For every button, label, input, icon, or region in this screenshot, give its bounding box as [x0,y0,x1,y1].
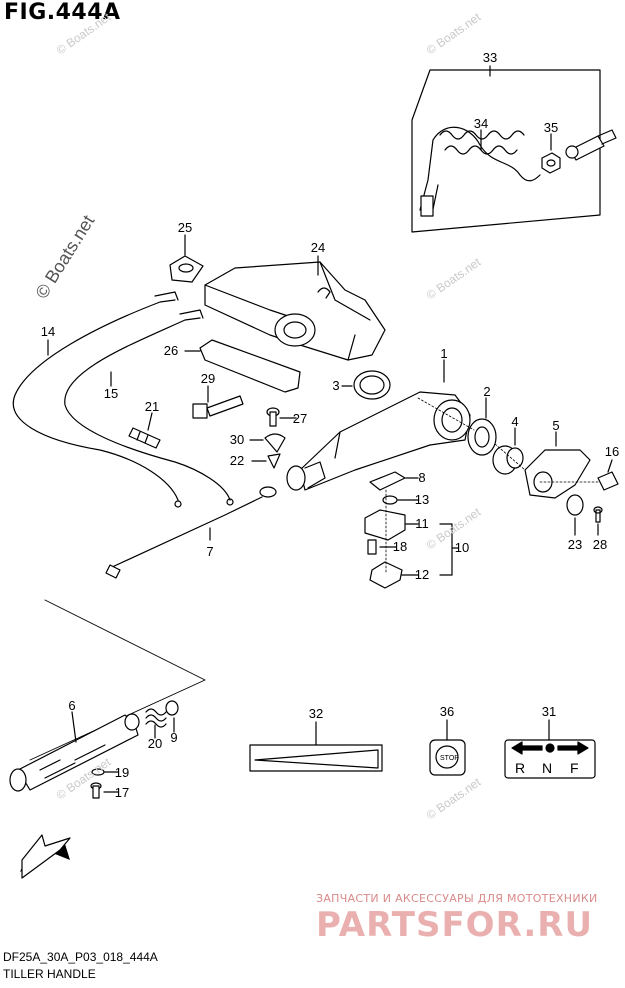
cable-7 [109,496,263,569]
ring-3 [353,370,391,400]
callout-33: 33 [483,50,497,65]
fwd-arrow [20,834,71,879]
shift-label-r: R [515,760,525,776]
spring-20 [145,708,167,728]
callout-7: 7 [206,544,213,559]
screw-28 [593,506,603,523]
screw-18 [367,539,377,555]
screw-17 [90,782,102,799]
callout-1: 1 [440,346,447,361]
callout-29: 29 [201,371,215,386]
stop-label: STOP [440,755,459,762]
washer-19 [91,768,105,776]
callout-30: 30 [230,432,244,447]
callout-13: 13 [415,492,429,507]
callout-9: 9 [170,730,177,745]
callout-27: 27 [293,411,307,426]
brand-tagline: ЗАПЧАСТИ И АКСЕССУАРЫ ДЛЯ МОТОТЕХНИКИ [316,892,598,905]
callout-17: 17 [115,785,129,800]
watermark-text: © Boats.net [424,255,484,303]
cable-15 [64,317,231,501]
callout-34: 34 [474,116,488,131]
knob-12 [369,561,403,589]
callout-36: 36 [440,704,454,719]
callout-26: 26 [164,343,178,358]
watermark-text: © Boats.net [31,212,98,303]
callout-6: 6 [68,698,75,713]
callout-23: 23 [568,537,582,552]
plate-8 [369,471,406,491]
figure-name: TILLER HANDLE [3,967,96,981]
lanyard-cord-34 [419,126,541,217]
callout-35: 35 [544,120,558,135]
callout-21: 21 [145,399,159,414]
grip-head-5 [524,449,591,499]
watermark-text: © Boats.net [54,10,114,58]
clip-22 [267,453,281,469]
bolt-29 [192,395,244,419]
callout-4: 4 [511,414,518,429]
grommet-25 [169,255,204,283]
callout-20: 20 [148,736,162,751]
bolt-16 [597,471,619,491]
decal-32 [249,744,383,772]
watermark-text: © Boats.net [424,505,484,553]
washer-2 [467,418,497,456]
switch-nut-35 [541,129,617,174]
callout-10: 10 [455,540,469,555]
callout-19: 19 [115,765,129,780]
figure-title: FIG.444A [4,0,121,25]
brand-logo: PARTSFOR.RU [316,905,594,945]
shift-label-f: F [570,760,579,776]
bushing-4 [492,445,524,475]
screw-27 [266,407,280,427]
callout-2: 2 [483,384,490,399]
grip-6 [9,713,140,792]
cable-14 [12,299,179,501]
callout-16: 16 [605,444,619,459]
watermark-text: © Boats.net [424,775,484,823]
block-11 [364,509,406,541]
callout-12: 12 [415,567,429,582]
callout-8: 8 [418,470,425,485]
cap-9 [165,700,179,716]
washer-23 [566,494,584,516]
washer-13 [382,495,398,505]
tiller-arm-1 [286,391,471,491]
callout-11: 11 [415,516,429,531]
figure-code: DF25A_30A_P03_018_444A [3,950,158,964]
tiller-bracket-24 [204,261,386,361]
callout-15: 15 [104,386,118,401]
callout-25: 25 [178,220,192,235]
callout-32: 32 [309,706,323,721]
shift-label-n: N [542,760,552,776]
watermark-text: © Boats.net [424,10,484,58]
stop-button-36 [429,739,466,776]
pin-21 [128,427,161,449]
callout-3: 3 [332,378,339,393]
callout-24: 24 [311,240,325,255]
shift-plate-31 [504,739,596,779]
cap-30 [264,433,286,453]
callout-14: 14 [41,324,55,339]
plate-26 [199,339,301,393]
callout-18: 18 [393,539,407,554]
callout-28: 28 [593,537,607,552]
callout-5: 5 [552,418,559,433]
callout-22: 22 [230,453,244,468]
callout-31: 31 [542,704,556,719]
